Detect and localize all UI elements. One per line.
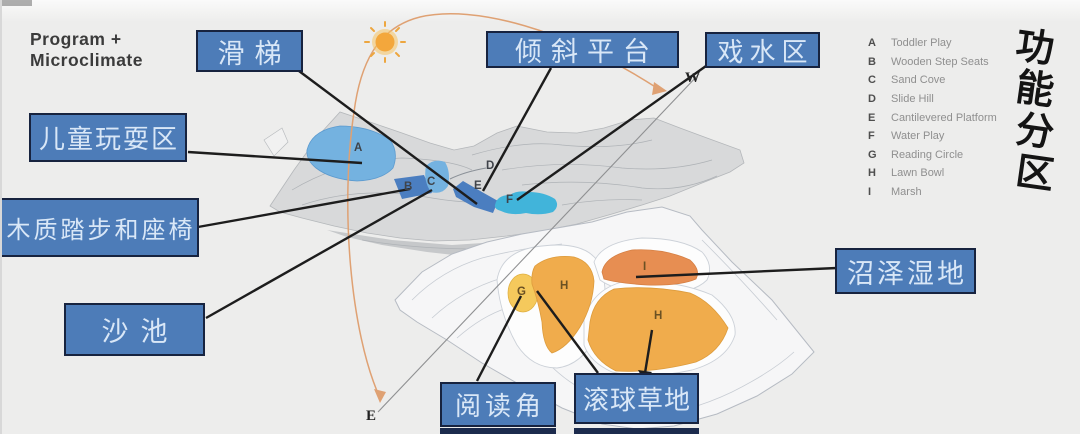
side-title-char: 区 bbox=[1013, 148, 1057, 198]
legend-key: H bbox=[868, 167, 876, 180]
side-title-char: 功 bbox=[1013, 22, 1057, 72]
leader-sand-pool bbox=[205, 188, 433, 320]
zone-b-wooden-step-seats bbox=[394, 175, 432, 199]
program-title-line1: Program + bbox=[30, 29, 122, 49]
legend-label: Water Play bbox=[891, 130, 945, 143]
compass-west-label: W bbox=[685, 70, 700, 86]
marker-zone-h2: H bbox=[654, 310, 663, 322]
marker-zone-i: I bbox=[643, 261, 647, 273]
legend-key: E bbox=[868, 111, 876, 124]
side-title-char: 分 bbox=[1013, 106, 1057, 156]
legend-key: B bbox=[868, 55, 876, 68]
marker-zone-f: F bbox=[506, 194, 514, 206]
leader-marsh bbox=[635, 266, 838, 279]
contour-line bbox=[501, 159, 713, 171]
marker-zone-h1: H bbox=[560, 280, 569, 292]
terrain-peak bbox=[263, 127, 289, 157]
contour-line bbox=[561, 199, 643, 206]
sun-path-arrow-east bbox=[374, 389, 386, 403]
legend-item-slide-hill: D Slide Hill bbox=[868, 90, 997, 109]
sun-path-arrow-west bbox=[652, 82, 667, 95]
leader-slide-hill-curve bbox=[449, 167, 487, 180]
legend-item-cantilevered-platform: E Cantilevered Platform bbox=[868, 108, 997, 127]
legend-item-sand-cove: C Sand Cove bbox=[868, 71, 997, 90]
contour-line bbox=[291, 157, 473, 191]
legend-item-reading-circle: G Reading Circle bbox=[868, 146, 997, 165]
legend: A Toddler Play B Wooden Step Seats C San… bbox=[868, 34, 997, 201]
leader-reading-corner bbox=[475, 295, 523, 382]
zone-f-water-play bbox=[494, 191, 558, 215]
legend-item-wooden-step-seats: B Wooden Step Seats bbox=[868, 53, 997, 72]
label-box-wooden-steps-and-seats: 木质踏步和座椅 bbox=[2, 198, 199, 257]
legend-label: Slide Hill bbox=[891, 93, 934, 106]
leader-lawn-bowl-1 bbox=[536, 290, 599, 374]
legend-key: C bbox=[868, 74, 876, 87]
zone-h-lawn-bowl-upper bbox=[531, 256, 595, 354]
legend-label: Sand Cove bbox=[891, 74, 946, 87]
legend-item-water-play: F Water Play bbox=[868, 127, 997, 146]
program-title: Program + Microclimate bbox=[30, 29, 143, 71]
legend-label: Marsh bbox=[891, 186, 922, 199]
label-box-slide: 滑梯 bbox=[196, 30, 303, 72]
side-title-char: 能 bbox=[1013, 64, 1057, 114]
marker-zone-e: E bbox=[474, 180, 482, 192]
compass-east-label: E bbox=[366, 408, 377, 424]
legend-label: Reading Circle bbox=[891, 148, 964, 161]
program-title-line2: Microclimate bbox=[30, 50, 143, 70]
label-box-children-play-area: 儿童玩耍区 bbox=[29, 113, 187, 162]
marker-zone-c: C bbox=[427, 176, 436, 188]
cutoff-box-edge bbox=[440, 428, 556, 434]
legend-label: Toddler Play bbox=[891, 37, 952, 50]
zone-d-slide-hill bbox=[453, 181, 498, 213]
contour-line bbox=[701, 239, 778, 321]
marker-zone-a: A bbox=[354, 142, 363, 154]
west-east-axis-line bbox=[377, 73, 700, 413]
legend-item-lawn-bowl: H Lawn Bowl bbox=[868, 164, 997, 183]
contour-line bbox=[521, 175, 718, 190]
legend-label: Cantilevered Platform bbox=[891, 111, 997, 124]
label-box-sand-pool: 沙池 bbox=[64, 303, 205, 356]
leader-wooden-steps bbox=[197, 187, 411, 229]
label-box-lawn-bowling-green: 滚球草地 bbox=[574, 373, 699, 424]
leader-children-play bbox=[187, 150, 363, 165]
label-box-reading-corner: 阅读角 bbox=[440, 382, 556, 427]
side-title-functional-zoning: 功 能 分 区 bbox=[1010, 22, 1060, 198]
corner-mark bbox=[2, 0, 32, 6]
leader-tilted-platform bbox=[481, 67, 553, 192]
zone-a-toddler-play bbox=[306, 125, 396, 182]
leader-water-play bbox=[516, 65, 707, 201]
marker-zone-d: D bbox=[486, 160, 495, 172]
legend-label: Wooden Step Seats bbox=[891, 55, 989, 68]
zone-h-lawn-bowl-lower bbox=[587, 287, 729, 372]
legend-key: I bbox=[868, 186, 872, 199]
leader-lawn-bowl-2 bbox=[643, 329, 654, 374]
sun-icon bbox=[364, 21, 406, 63]
marker-zone-g: G bbox=[517, 286, 526, 298]
legend-label: Lawn Bowl bbox=[891, 167, 945, 180]
legend-key: G bbox=[868, 148, 877, 161]
label-box-marsh-wetland: 沼泽湿地 bbox=[835, 248, 976, 294]
label-box-water-play-area: 戏水区 bbox=[705, 32, 820, 68]
cutoff-box-edge bbox=[574, 428, 699, 434]
contour-line bbox=[471, 139, 653, 156]
leader-slide bbox=[298, 70, 478, 205]
legend-key: F bbox=[868, 130, 875, 143]
legend-key: D bbox=[868, 93, 876, 106]
marker-zone-b: B bbox=[404, 181, 413, 193]
legend-key: A bbox=[868, 37, 876, 50]
legend-item-toddler-play: A Toddler Play bbox=[868, 34, 997, 53]
label-box-tilted-platform: 倾斜平台 bbox=[486, 31, 679, 68]
legend-item-marsh: I Marsh bbox=[868, 183, 997, 202]
